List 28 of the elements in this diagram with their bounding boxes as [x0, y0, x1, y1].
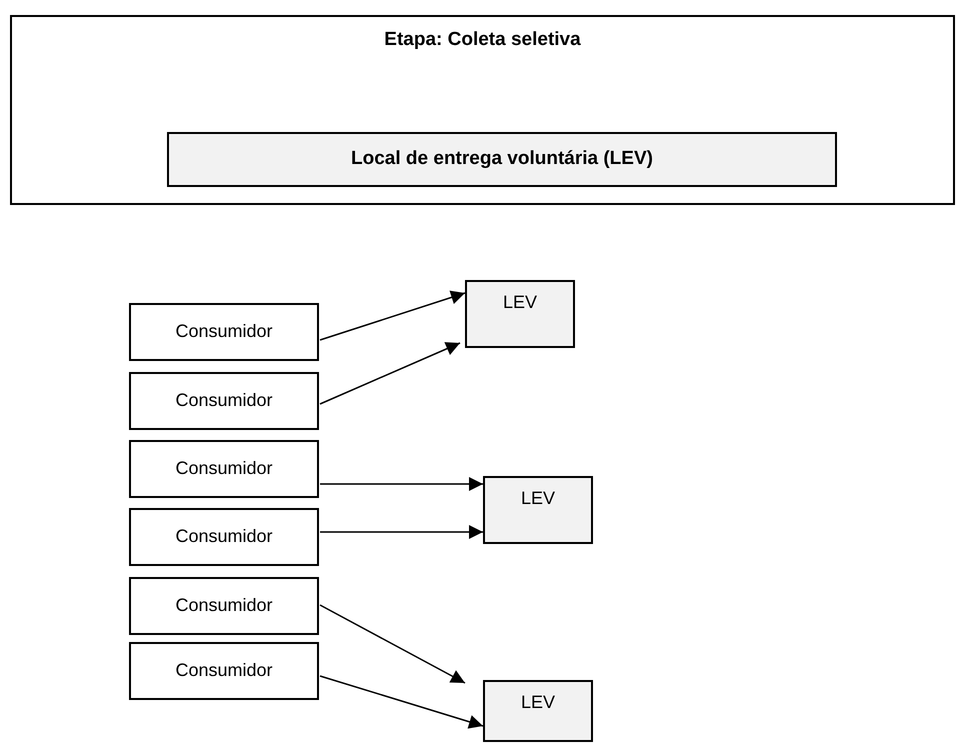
arrow [320, 477, 483, 491]
arrow [320, 342, 460, 405]
box-label: Consumidor [175, 458, 273, 480]
box-label: LEV [502, 292, 538, 314]
process-box [167, 132, 837, 187]
consumer-box [129, 303, 319, 361]
box-label: Consumidor [175, 526, 273, 548]
lev-box [483, 476, 593, 544]
box-label: Local de entrega voluntária (LEV) [351, 148, 653, 171]
box-label: Consumidor [175, 321, 273, 343]
box-label: Etapa: Coleta seletiva [384, 29, 581, 52]
box-label: LEV [520, 488, 556, 510]
consumer-box [129, 440, 319, 498]
box-label: Consumidor [175, 660, 273, 682]
lev-box [483, 680, 593, 742]
arrow [320, 604, 466, 684]
stage-box [10, 15, 955, 205]
consumer-box [129, 642, 319, 700]
consumer-box [129, 577, 319, 635]
consumer-box [129, 372, 319, 430]
arrow [320, 675, 484, 729]
box-label: Consumidor [175, 390, 273, 412]
arrow [320, 525, 483, 539]
box-label: Consumidor [175, 595, 273, 617]
consumer-box [129, 508, 319, 566]
arrow [320, 290, 466, 341]
lev-box [465, 280, 575, 348]
box-label: LEV [520, 692, 556, 714]
